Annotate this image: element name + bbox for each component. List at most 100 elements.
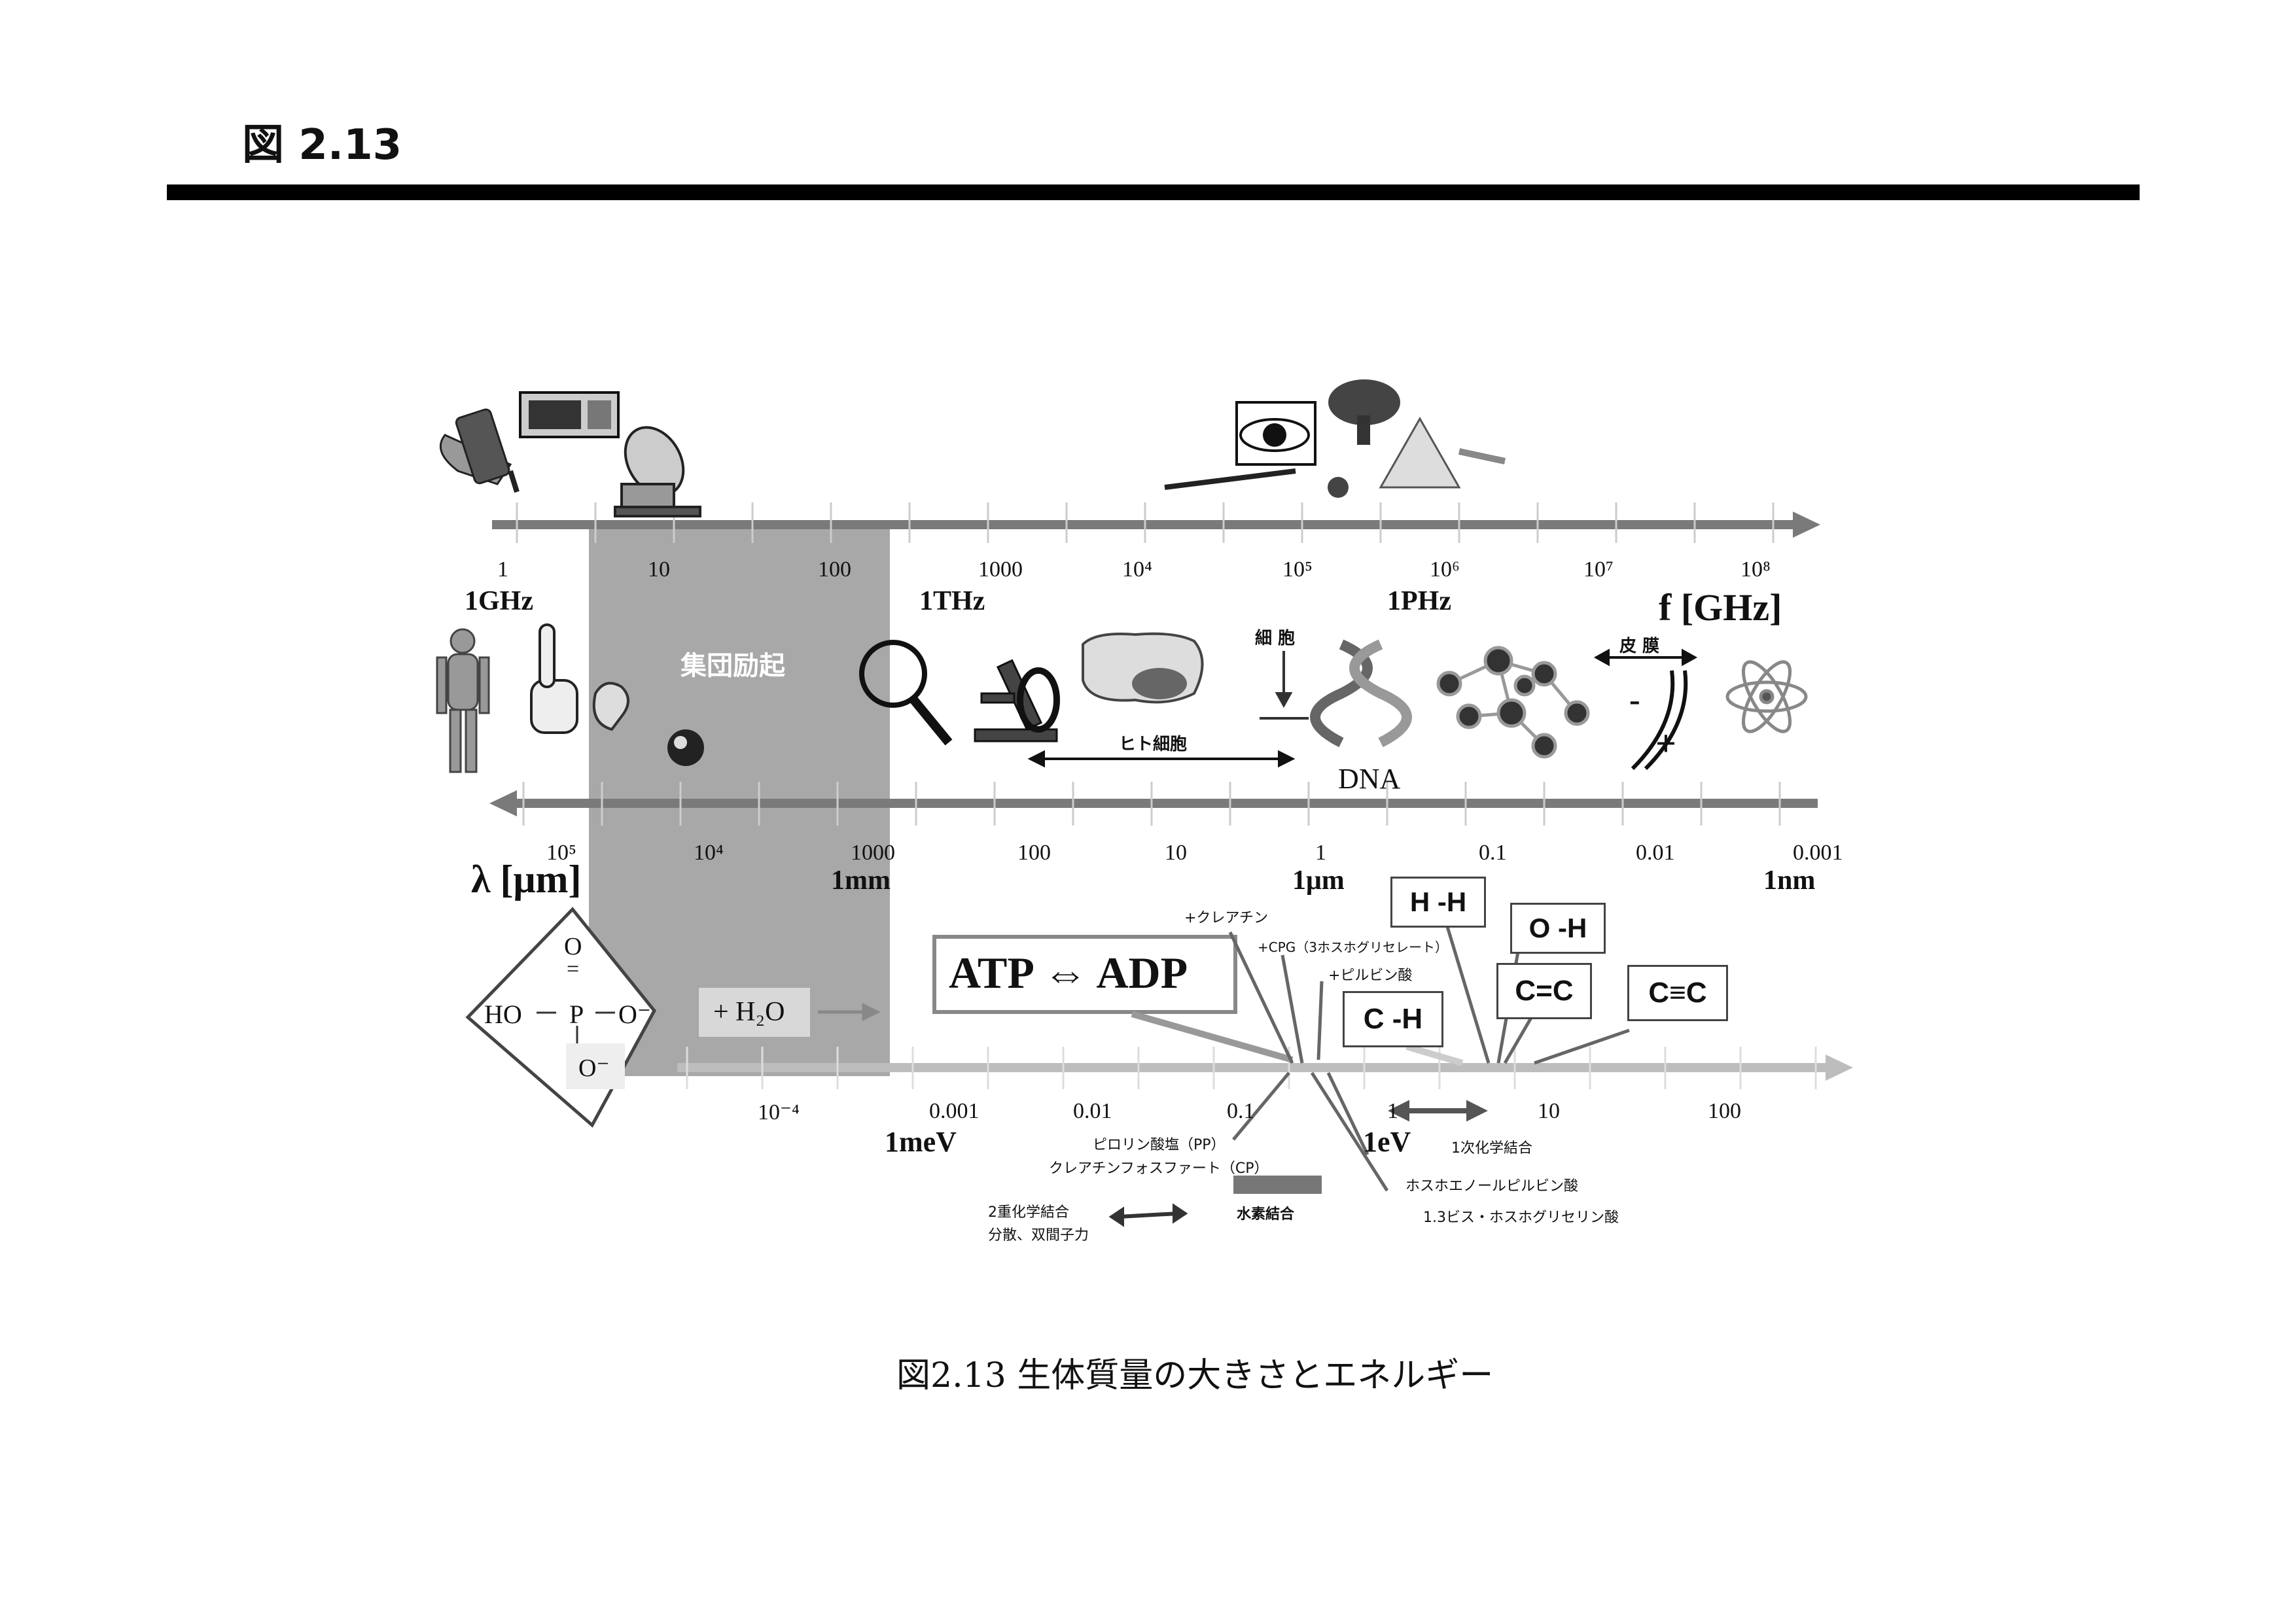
first-bond-label: 1次化学結合 xyxy=(1451,1140,1532,1157)
satellite-dish-icon xyxy=(614,426,701,517)
pyruvate-label: +ピルビン酸 xyxy=(1328,968,1413,984)
energy-axis-arrowhead xyxy=(1826,1055,1853,1081)
membrane-plus: + xyxy=(1655,724,1676,764)
frequency-tick-label-3: 1000 xyxy=(978,557,1023,582)
bond-box-cc-double: C=C xyxy=(1496,963,1592,1019)
atom-icon xyxy=(1725,660,1808,733)
figure-caption: 図2.13 生体質量の大きさとエネルギー xyxy=(896,1356,1494,1395)
energy-tick-label-1: 0.001 xyxy=(929,1099,980,1123)
wavelength-tick-label-2: 1000 xyxy=(851,841,895,865)
human-body-icon xyxy=(436,628,490,773)
energy-tick-label-3: 0.1 xyxy=(1227,1099,1255,1123)
dna-label: DNA xyxy=(1338,763,1401,795)
creatine-phosphate-label: クレアチンフォスファート（CP） xyxy=(1049,1161,1269,1177)
title-rule xyxy=(167,184,2140,200)
dna-helix-icon xyxy=(1310,639,1412,748)
energy-tick-label-5: 10 xyxy=(1538,1099,1560,1123)
bond-box-ch: C -H xyxy=(1343,991,1443,1047)
hydrogen-bond-label: 水素結合 xyxy=(1237,1206,1295,1223)
membrane-label: 皮 膜 xyxy=(1619,637,1660,656)
frequency-tick-label-2: 100 xyxy=(818,557,851,582)
second-bond-label-2: 分散、双間子力 xyxy=(988,1227,1089,1244)
wavelength-tick-label-7: 0.01 xyxy=(1636,841,1675,865)
frequency-axis-arrowhead xyxy=(1793,512,1820,538)
wavelength-tick-label-1: 10⁴ xyxy=(694,841,724,865)
wavelength-tick-label-4: 10 xyxy=(1165,841,1187,865)
eye-picture-icon xyxy=(1164,401,1349,498)
phosphate-o-bottom: O⁻ xyxy=(578,1055,610,1082)
magnifier-icon xyxy=(859,640,953,746)
phosphate-o-right: O⁻ xyxy=(618,1000,651,1029)
unit-1mev: 1meV xyxy=(885,1126,957,1158)
radio-receiver-icon xyxy=(519,391,620,438)
second-bond-arrow xyxy=(1108,1203,1188,1227)
pyrophosphate-label: ピロリン酸塩（PP） xyxy=(1093,1137,1226,1153)
second-bond-label-1: 2重化学結合 xyxy=(988,1204,1069,1221)
wavelength-tick-label-6: 0.1 xyxy=(1479,841,1507,865)
water-box xyxy=(699,988,810,1037)
hydrogen-bond-bar xyxy=(1233,1176,1322,1194)
wavelength-tick-label-0: 10⁵ xyxy=(546,841,576,865)
figure-title: 図 2.13 xyxy=(242,121,402,169)
frequency-tick-label-5: 10⁵ xyxy=(1282,557,1313,582)
microscope-icon xyxy=(974,659,1060,742)
membrane-arrow xyxy=(1593,648,1698,771)
ear-icon xyxy=(592,682,629,731)
bond-box-oh: O -H xyxy=(1510,903,1606,954)
prism-icon xyxy=(1379,416,1506,489)
tree-icon xyxy=(1328,379,1400,445)
phosphate-o-top: O xyxy=(564,933,582,960)
eye-ball-icon xyxy=(667,729,704,766)
frequency-tick-label-6: 10⁶ xyxy=(1430,557,1460,582)
frequency-axis-label: f [GHz] xyxy=(1659,586,1782,629)
phosphate-p: P xyxy=(569,1000,584,1029)
wavelength-tick-label-8: 0.001 xyxy=(1793,841,1843,865)
finger-icon xyxy=(530,623,578,734)
unit-1ev: 1eV xyxy=(1363,1126,1411,1158)
frequency-tick-label-7: 10⁷ xyxy=(1583,557,1614,582)
unit-1thz: 1THz xyxy=(919,586,985,616)
collective-excitation-band xyxy=(589,520,890,1076)
frequency-tick-label-1: 10 xyxy=(648,557,670,582)
cell-span-arrow xyxy=(1027,750,1296,768)
bond-box-hh: H -H xyxy=(1390,877,1486,928)
unit-1phz: 1PHz xyxy=(1387,586,1451,616)
energy-minor-ticks xyxy=(686,1047,1817,1089)
phosphate-ho: HO xyxy=(484,1000,522,1029)
energy-tick-label-4: 1 xyxy=(1387,1099,1398,1123)
energy-tick-label-6: 100 xyxy=(1708,1099,1741,1123)
phosphate-diamond xyxy=(465,907,656,1128)
membrane-minus: - xyxy=(1629,681,1640,718)
frequency-tick-label-0: 1 xyxy=(497,557,508,582)
wavelength-minor-ticks xyxy=(522,782,1781,826)
human-cell-icon xyxy=(1082,632,1204,704)
creatine-label: +クレアチン xyxy=(1184,910,1268,926)
bond-box-cc-triple: C≡C xyxy=(1627,965,1728,1021)
frequency-tick-label-4: 10⁴ xyxy=(1122,557,1152,582)
collective-excitation-label: 集団励起 xyxy=(680,652,785,680)
water-arrow xyxy=(818,1002,881,1022)
mobile-phone-icon xyxy=(439,408,520,493)
phosphate-double-bond: = xyxy=(567,957,580,981)
wavelength-axis-label: λ [μm] xyxy=(471,858,582,901)
energy-tick-label-0: 10⁻⁴ xyxy=(758,1100,800,1125)
atp-box xyxy=(932,935,1237,1014)
cell-size-arrow xyxy=(1260,651,1309,720)
unit-1mm: 1mm xyxy=(831,865,891,896)
unit-1nm: 1nm xyxy=(1763,865,1816,896)
unit-1um: 1μm xyxy=(1292,865,1345,896)
unit-1ghz: 1GHz xyxy=(465,586,533,616)
human-cell-label: ヒト細胞 xyxy=(1119,735,1188,754)
wavelength-tick-label-3: 100 xyxy=(1017,841,1051,865)
first-bond-arrow xyxy=(1388,1100,1488,1122)
atp-adp-label: ATP ⇔ ADP xyxy=(949,948,1188,998)
wavelength-axis-arrowhead xyxy=(489,790,517,816)
energy-tick-label-2: 0.01 xyxy=(1073,1099,1112,1123)
cell-label: 細 胞 xyxy=(1255,629,1296,648)
wavelength-tick-label-5: 1 xyxy=(1315,841,1326,865)
frequency-tick-label-8: 10⁸ xyxy=(1740,557,1771,582)
cpg-label: +CPG（3ホスホグリセレート） xyxy=(1258,939,1449,955)
water-label: + H₂O xyxy=(713,997,785,1027)
